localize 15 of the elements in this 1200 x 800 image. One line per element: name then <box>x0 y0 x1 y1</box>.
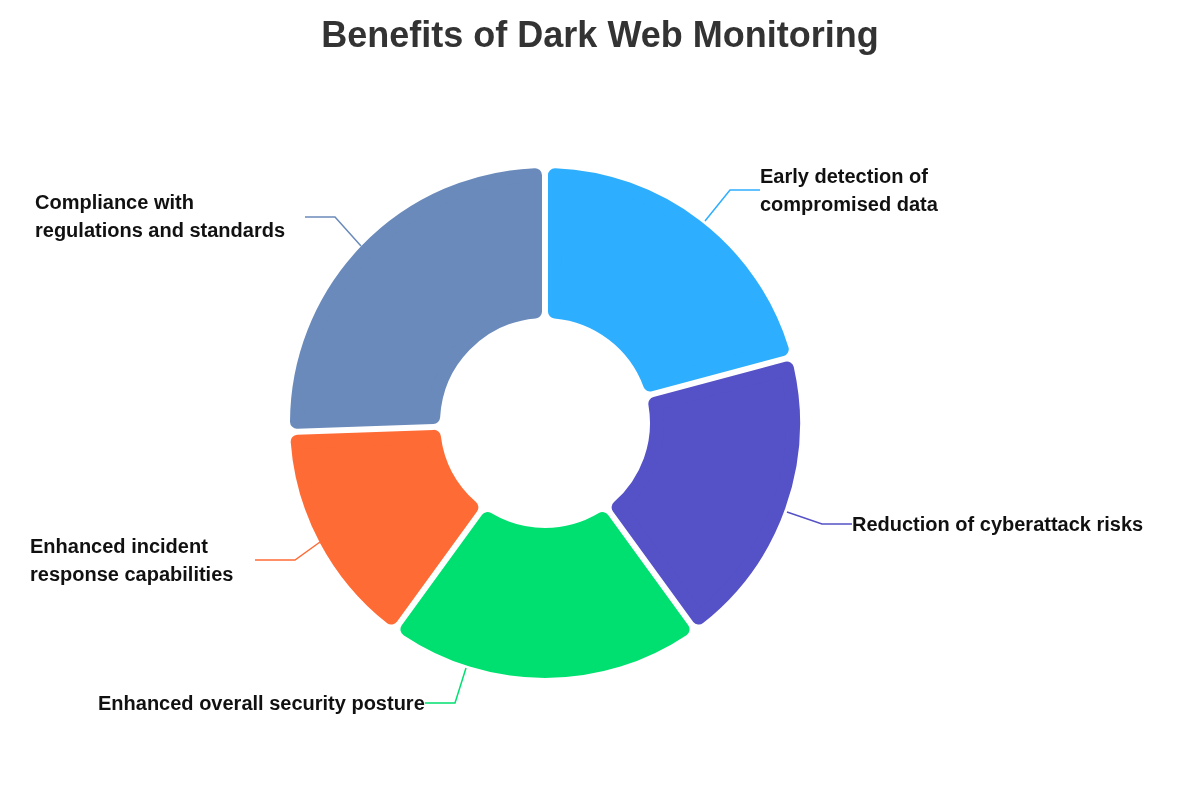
slice-label: Early detection of compromised data <box>760 162 1000 218</box>
leader-line <box>704 189 761 222</box>
leader-line <box>786 511 853 525</box>
donut-slice <box>611 361 800 625</box>
slice-label: Compliance with regulations and standards <box>35 188 305 244</box>
leader-line <box>254 541 321 561</box>
slice-label: Enhanced incident response capabilities <box>30 532 255 588</box>
slice-label: Enhanced overall security posture <box>98 689 425 717</box>
slice-label: Reduction of cyberattack risks <box>852 510 1144 538</box>
chart-title: Benefits of Dark Web Monitoring <box>320 14 880 56</box>
donut-slice <box>290 429 479 625</box>
donut-slice <box>290 168 542 429</box>
leader-line <box>304 216 362 247</box>
donut-slice <box>400 512 690 678</box>
leader-line <box>424 667 467 704</box>
